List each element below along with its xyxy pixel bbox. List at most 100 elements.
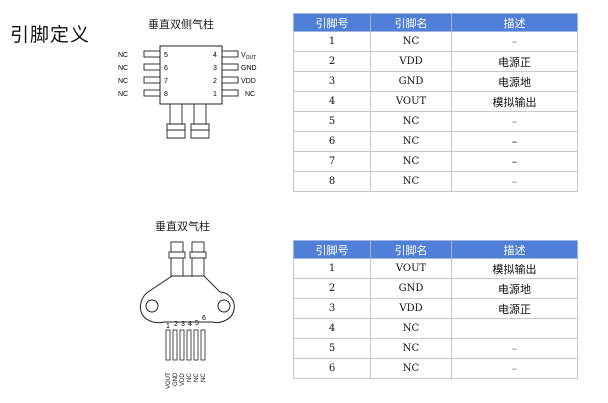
pin-number-cell: 4	[293, 91, 371, 112]
right-pin-number-2: 2	[213, 78, 217, 85]
pin-name-cell: NC	[370, 111, 452, 132]
pin-desc-cell: –	[451, 338, 578, 359]
right-pin-number-3: 3	[213, 65, 217, 72]
pin-name-cell: NC	[370, 318, 452, 339]
pin-number-1: 1	[166, 323, 170, 330]
pin-number-cell: 8	[293, 171, 371, 192]
pin-desc-cell: –	[451, 31, 578, 52]
table-header-row: 引脚号 引脚名 描述	[293, 240, 578, 259]
pin-number-cell: 2	[293, 278, 371, 299]
left-pin-number-5: 5	[164, 52, 168, 59]
pin-label-4: NC	[187, 373, 193, 382]
pin-label-1: VOUT	[166, 372, 172, 389]
pin-desc-cell: 电源正	[451, 51, 578, 72]
left-pin-leads	[143, 50, 161, 97]
pin-label-3: VDD	[180, 373, 186, 386]
right-pin-number-4: 4	[213, 52, 217, 59]
left-pin-label-7: NC	[118, 78, 128, 85]
pin-number-4: 4	[188, 321, 192, 328]
pressure-ports	[166, 103, 210, 139]
pin-number-cell: 1	[293, 258, 371, 279]
pin-name-cell: NC	[370, 151, 452, 172]
diagram2-caption: 垂直双气柱	[155, 220, 210, 233]
pin-desc-cell	[451, 318, 578, 339]
pin-leads	[165, 329, 206, 361]
pin-desc-cell: 模拟输出	[451, 91, 578, 112]
pin-name-cell: VOUT	[370, 258, 452, 279]
pin-label-6: NC	[201, 373, 207, 382]
left-pin-number-8: 8	[164, 91, 168, 98]
table-header-row: 引脚号 引脚名 描述	[293, 13, 578, 32]
pin-name-cell: NC	[370, 171, 452, 192]
pin-number-cell: 2	[293, 51, 371, 72]
pin-name-cell: GND	[370, 278, 452, 299]
left-pin-label-8: NC	[118, 91, 128, 98]
right-pin-label-3: GND	[241, 65, 257, 72]
pin-number-cell: 6	[293, 358, 371, 379]
pin-desc-cell: 电源地	[451, 71, 578, 92]
pin-name-cell: NC	[370, 358, 452, 379]
pin-number-cell: 5	[293, 338, 371, 359]
pin-number-cell: 1	[293, 31, 371, 52]
pin-number-2: 2	[174, 321, 178, 328]
left-pin-label-6: NC	[118, 65, 128, 72]
pin-number-cell: 6	[293, 131, 371, 152]
pin-desc-cell: –	[451, 171, 578, 192]
header-description: 描述	[451, 13, 578, 32]
header-pin-number: 引脚号	[293, 240, 371, 259]
pin-desc-cell: –	[451, 358, 578, 379]
right-pin-label-2: VDD	[241, 78, 256, 85]
pin-number-cell: 3	[293, 298, 371, 319]
header-description: 描述	[451, 240, 578, 259]
header-pin-name: 引脚名	[370, 240, 452, 259]
right-pin-label-1: NC	[245, 91, 255, 98]
pin-name-cell: VDD	[370, 51, 452, 72]
mount-hole-right	[217, 299, 231, 313]
pin-name-cell: NC	[370, 338, 452, 359]
mount-hole-left	[145, 299, 159, 313]
pin-number-cell: 3	[293, 71, 371, 92]
pin-number-6: 6	[202, 315, 206, 322]
package-diagram-6pin: 1 2 3 4 5 6 VOUT GND VDD NC NC NC	[139, 241, 235, 389]
left-pin-label-5: NC	[118, 52, 128, 59]
pin-number-cell: 4	[293, 318, 371, 339]
right-pin-number-1: 1	[213, 91, 217, 98]
left-pin-number-6: 6	[164, 65, 168, 72]
pin-label-2: GND	[173, 372, 179, 386]
pin-name-cell: GND	[370, 71, 452, 92]
left-pin-number-7: 7	[164, 78, 168, 85]
header-pin-name: 引脚名	[370, 13, 452, 32]
pin-desc-cell: 模拟输出	[451, 258, 578, 279]
pin-desc-cell: 电源正	[451, 298, 578, 319]
diagram1-caption: 垂直双侧气柱	[148, 18, 214, 31]
pin-desc-cell: –	[451, 131, 578, 152]
package-body	[159, 45, 223, 105]
pin-label-5: NC	[194, 373, 200, 382]
package-diagram-8pin: NC NC NC NC 5 6 7 8 4 3 2 1 VOUT GND VDD…	[118, 45, 257, 139]
page-title: 引脚定义	[10, 24, 91, 46]
top-pressure-ports	[168, 241, 207, 277]
pin-name-cell: NC	[370, 131, 452, 152]
pin-name-cell: NC	[370, 31, 452, 52]
pin-name-cell: VDD	[370, 298, 452, 319]
pin-number-3: 3	[181, 321, 185, 328]
pin-desc-cell: 电源地	[451, 278, 578, 299]
package-flange	[139, 275, 235, 324]
pin-number-5: 5	[195, 320, 199, 327]
pin-desc-cell: –	[451, 151, 578, 172]
pin-number-cell: 7	[293, 151, 371, 172]
pin-desc-cell: –	[451, 111, 578, 132]
